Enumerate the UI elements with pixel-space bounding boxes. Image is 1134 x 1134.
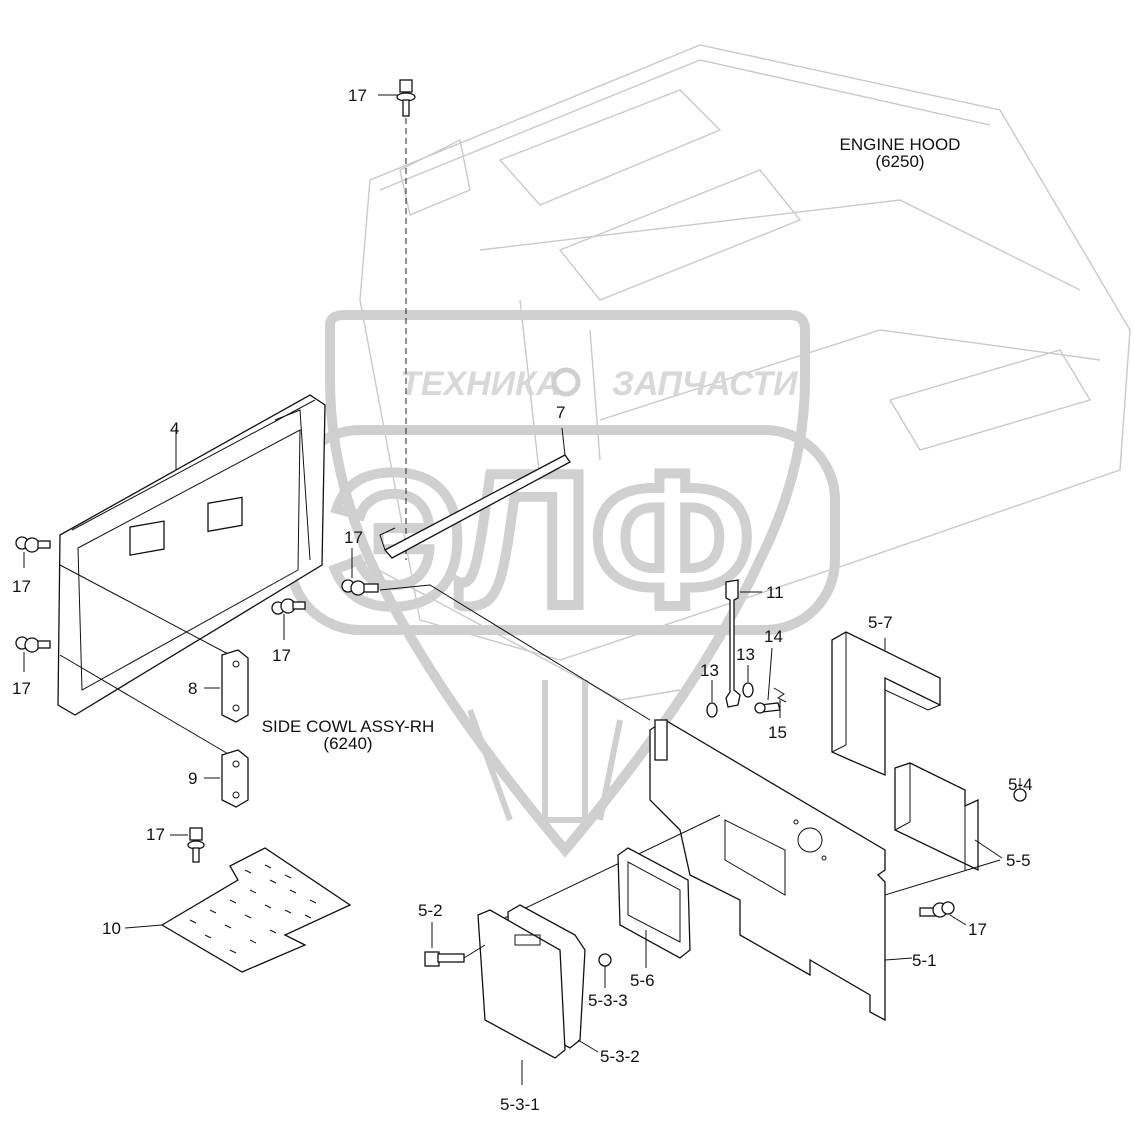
callout-9: 9 — [188, 769, 197, 788]
engine-hood-label: ENGINE HOOD — [840, 135, 961, 154]
watermark-logo: ЭЛФ — [330, 434, 753, 646]
callout-5-7: 5-7 — [868, 613, 893, 632]
part-5-1-plate — [489, 719, 1001, 1022]
part-5-2-bolt — [424, 922, 486, 967]
callout-5-1: 5-1 — [912, 951, 937, 970]
part-8-bracket — [204, 649, 249, 723]
callout-17-right: 17 — [968, 920, 987, 939]
callout-5-4: 5-4 — [1008, 775, 1033, 794]
part-9-bracket — [204, 749, 249, 808]
part-5-6-gasket — [617, 847, 691, 968]
callout-17-floor: 17 — [146, 825, 165, 844]
side-cowl-label: SIDE COWL ASSY-RH — [262, 717, 435, 736]
engine-hood-ghost — [359, 44, 1131, 701]
side-cowl-number: (6240) — [323, 734, 372, 753]
callout-5-3-2: 5-3-2 — [600, 1047, 640, 1066]
watermark: ТЕХНИКА ЗАПЧАСТИ ЭЛФ — [285, 310, 840, 858]
callout-17-mid: 17 — [344, 528, 363, 547]
callout-14: 14 — [764, 627, 783, 646]
callout-5-3-1: 5-3-1 — [500, 1095, 540, 1114]
callout-13-a: 13 — [700, 661, 719, 680]
middle-bolts — [271, 548, 651, 721]
part-10-floor-plate — [124, 827, 352, 973]
callout-10: 10 — [102, 919, 121, 938]
watermark-left-word: ТЕХНИКА — [400, 365, 561, 403]
callout-17-top: 17 — [348, 86, 367, 105]
floor-plate-pattern — [189, 864, 317, 954]
callout-5-2: 5-2 — [418, 901, 443, 920]
gear-icon — [551, 367, 581, 397]
left-bolts — [15, 536, 231, 756]
callout-5-5: 5-5 — [1006, 851, 1031, 870]
part-5-7-pad — [831, 631, 941, 776]
part-5-5-pad — [894, 762, 1027, 872]
callout-11: 11 — [766, 583, 784, 602]
top-bolt — [378, 79, 416, 560]
small-fasteners — [706, 647, 787, 718]
callout-7: 7 — [556, 403, 565, 422]
part-11-strap — [725, 579, 762, 708]
callout-15: 15 — [768, 723, 787, 742]
part-7-rod — [379, 427, 571, 559]
part-5-3-cover — [477, 904, 612, 1085]
callout-8: 8 — [188, 679, 197, 698]
right-bolt — [919, 901, 967, 926]
callout-5-3-3: 5-3-3 — [588, 991, 628, 1010]
callout-17-mid2: 17 — [272, 646, 291, 665]
callout-4: 4 — [170, 419, 179, 438]
callout-13-b: 13 — [736, 645, 755, 664]
callout-17-left-b: 17 — [12, 679, 31, 698]
callout-5-6: 5-6 — [630, 971, 655, 990]
callout-17-left-a: 17 — [12, 577, 31, 596]
engine-hood-number: (6250) — [875, 152, 924, 171]
watermark-right-word: ЗАПЧАСТИ — [612, 365, 799, 403]
part-4-side-panel — [57, 394, 326, 716]
